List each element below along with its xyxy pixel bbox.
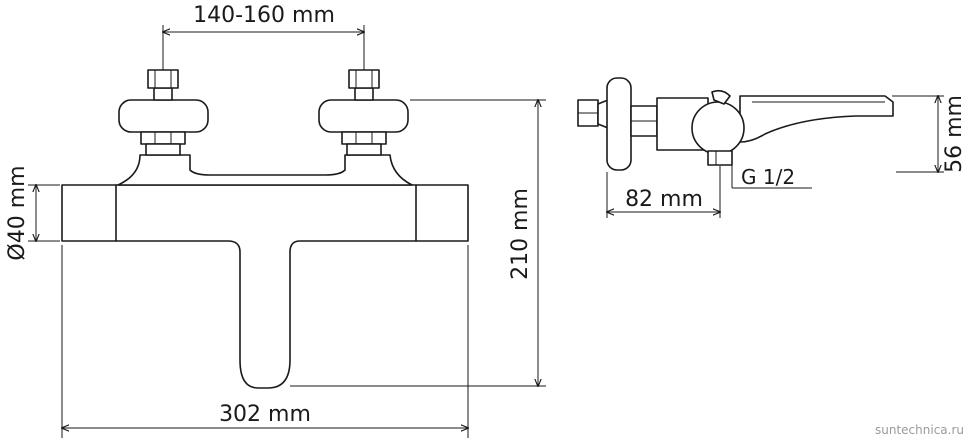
side-height-dimension: 56 mm	[892, 95, 967, 173]
height-label: 210 mm	[508, 188, 533, 280]
thread-label: G 1/2	[741, 165, 795, 189]
width-dimension: 302 mm	[62, 245, 468, 438]
side-handle	[691, 101, 745, 155]
mixer-body	[61, 184, 469, 389]
diameter-label: Ø40 mm	[5, 165, 30, 260]
side-view: 82 mm G 1/2 56 mm	[577, 77, 967, 218]
width-label: 302 mm	[219, 402, 311, 427]
inlet-bridge	[117, 154, 413, 186]
diameter-dimension: Ø40 mm	[5, 165, 60, 261]
side-height-label: 56 mm	[942, 95, 967, 173]
right-eccentric	[318, 69, 409, 156]
projection-label: 82 mm	[625, 187, 703, 212]
left-eccentric	[118, 69, 209, 156]
inlet-spacing-label: 140-160 mm	[193, 3, 335, 28]
watermark: suntechnica.ru	[875, 423, 964, 437]
inlet-spacing-dimension: 140-160 mm	[163, 3, 364, 70]
side-spout	[739, 95, 894, 143]
height-dimension: 210 mm	[290, 100, 546, 386]
front-view: 140-160 mm Ø40 mm 302 mm 210 mm	[5, 3, 546, 438]
thread-callout: G 1/2	[731, 165, 812, 189]
projection-dimension: 82 mm	[607, 166, 720, 218]
